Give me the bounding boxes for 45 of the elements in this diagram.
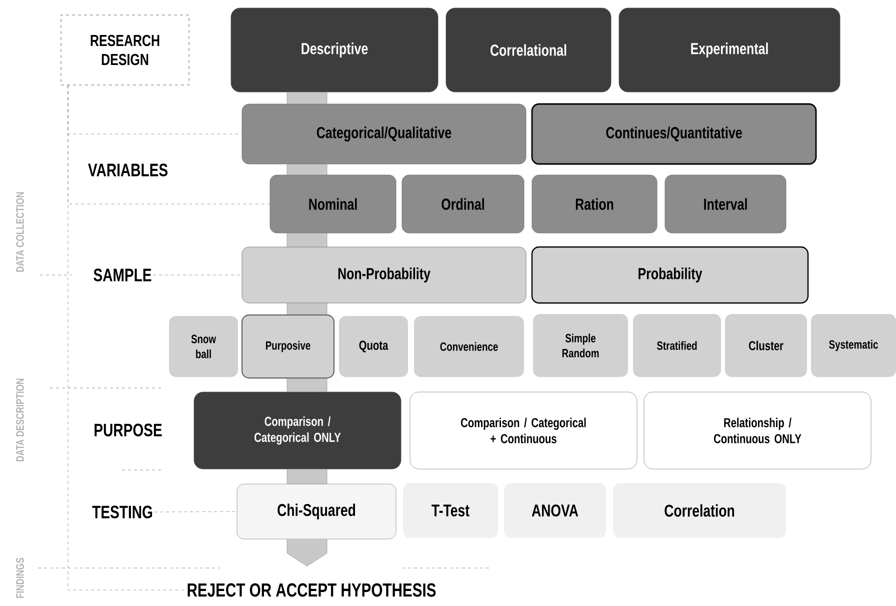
- flow-band: [286, 469, 328, 484]
- flow-band: [286, 233, 328, 247]
- process-box: Stratified: [633, 314, 721, 377]
- process-box: Snow ball: [169, 316, 238, 377]
- section-label: FINDINGS: [16, 558, 24, 598]
- process-box: Comparison / Categorical ONLY: [194, 392, 402, 470]
- process-box: Non-Probability: [242, 246, 526, 304]
- process-box: Categorical/Qualitative: [242, 104, 526, 164]
- flow-band: [286, 378, 328, 392]
- process-box: Descriptive: [230, 8, 438, 92]
- connector-line: [152, 274, 242, 276]
- process-box: Quota: [339, 316, 408, 377]
- row-label: SAMPLE: [94, 268, 152, 282]
- process-box: Interval: [664, 174, 786, 234]
- flow-band: [286, 164, 328, 175]
- process-box: RESEARCH DESIGN: [60, 14, 190, 86]
- flow-band: [286, 92, 328, 104]
- process-box: Continues/Quantitative: [531, 103, 817, 165]
- section-label: DATA COLLECTION: [16, 192, 24, 272]
- flow-arrow: [286, 539, 328, 566]
- row-label: REJECT OR ACCEPT HYPOTHESIS: [188, 583, 436, 597]
- row-label: TESTING: [92, 506, 152, 518]
- process-box: Simple Random: [533, 314, 628, 377]
- process-box: Systematic: [811, 314, 896, 377]
- process-box: Convenience: [414, 316, 524, 377]
- process-box: Probability: [531, 246, 809, 304]
- process-box: Correlational: [446, 8, 612, 92]
- flow-band: [286, 303, 328, 315]
- process-box: Ordinal: [402, 174, 524, 234]
- row-label: PURPOSE: [94, 424, 162, 436]
- process-box: ANOVA: [504, 483, 606, 538]
- process-box: Experimental: [618, 8, 840, 92]
- process-box: Relationship / Continuous ONLY: [644, 392, 872, 470]
- connector-line: [154, 511, 237, 512]
- row-label: VARIABLES: [88, 164, 168, 176]
- section-label: DATA DESCRIPTION: [16, 378, 24, 462]
- process-box: Cluster: [725, 314, 807, 377]
- process-box: T-Test: [403, 483, 498, 538]
- process-box: Purposive: [242, 314, 334, 378]
- process-box: Ration: [532, 174, 658, 234]
- process-box: Correlation: [613, 483, 786, 538]
- process-box: Nominal: [270, 174, 396, 234]
- process-box: Chi-Squared: [236, 484, 396, 540]
- process-box: Comparison / Categorical + Continuous: [410, 392, 638, 470]
- connector-line: [68, 85, 186, 590]
